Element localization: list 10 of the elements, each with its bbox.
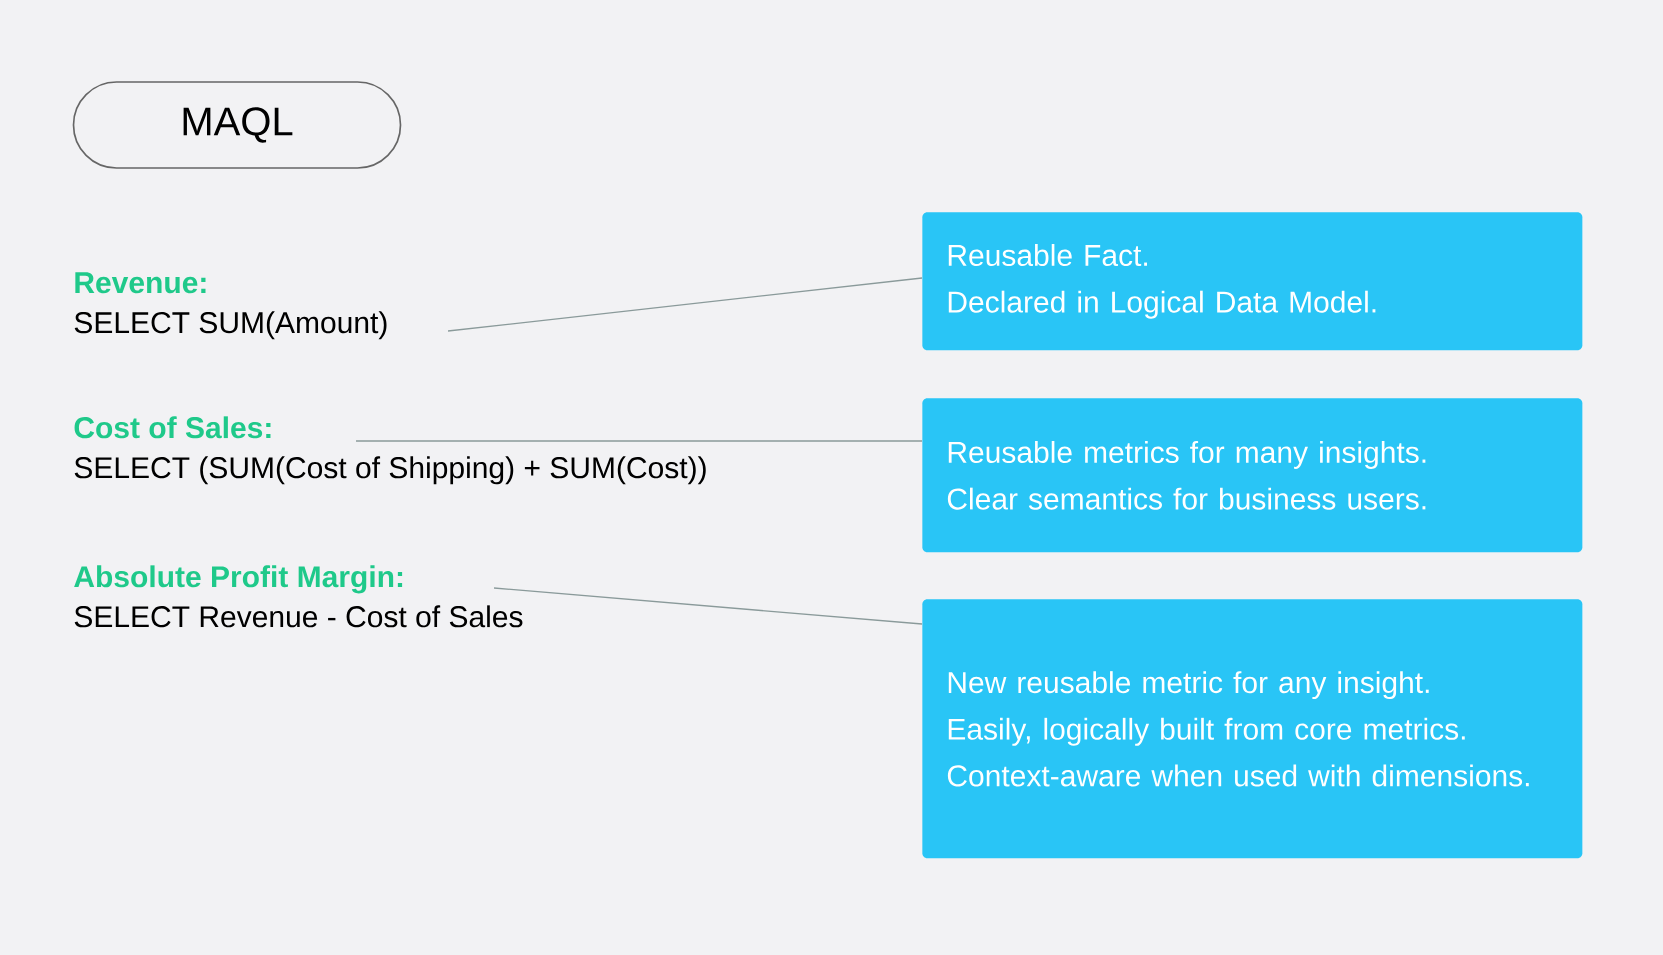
callout-box: Reusable Fact. Declared in Logical Data Model. — [922, 212, 1583, 351]
formula-text: Revenue: SELECT SUM(Amount) — [74, 272, 387, 340]
formula-text: Cost of Sales: SELECT (SUM(Cost of Shipping) + SUM(Cost)) — [74, 416, 706, 485]
leader-line — [493, 587, 923, 625]
leader-line — [355, 440, 923, 442]
formula-text: Absolute Profit Margin: SELECT Revenue - Cost of Sales — [74, 565, 523, 628]
title-pill: MAQL — [72, 81, 402, 169]
leader-line — [447, 277, 923, 332]
callout-box: Reusable metrics for many insights. Clear semantics for business users. — [922, 398, 1583, 553]
callout-box: New reusable metric for any insight. Easily, logically built from core metrics. Context-aware when used with dimensions. — [922, 599, 1583, 859]
